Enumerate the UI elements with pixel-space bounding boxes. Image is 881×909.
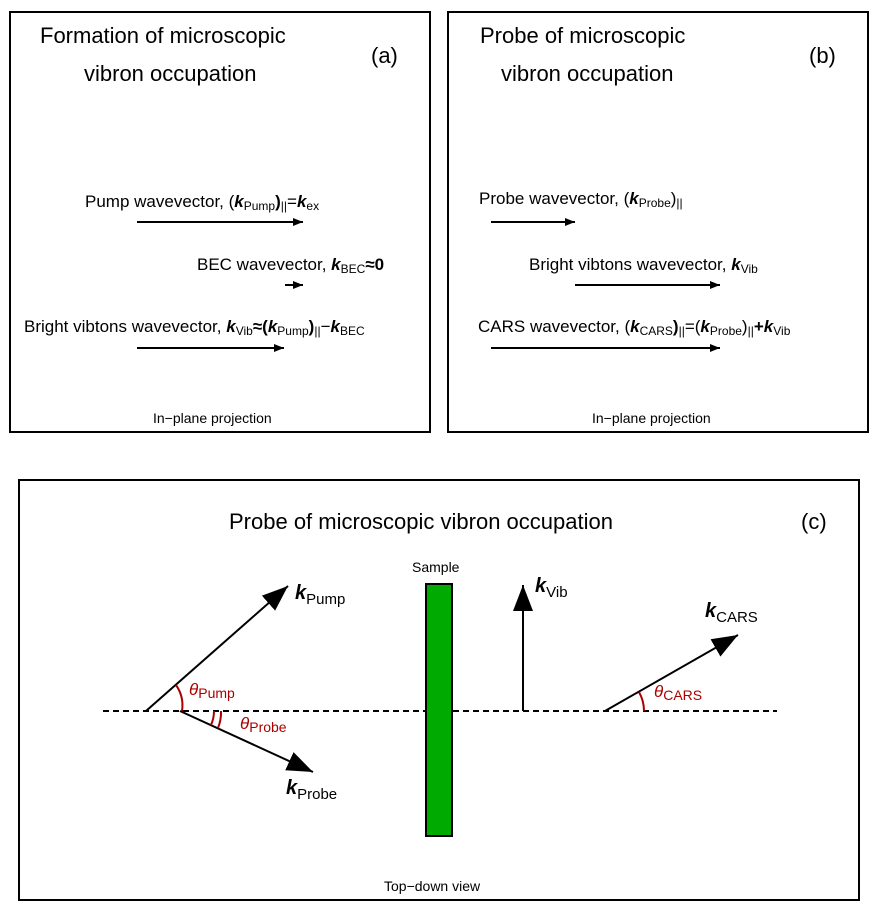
theta-probe-label: θProbe — [240, 714, 287, 735]
vibtons-b-wavevector-label: Bright vibtons wavevector, kVib — [529, 255, 758, 276]
panel-c-title: Probe of microscopic vibron occupation — [229, 509, 613, 534]
k-probe-label: kProbe — [286, 777, 338, 803]
theta-probe-arc-1 — [210, 710, 216, 726]
k-probe-arrow — [179, 710, 314, 773]
cars-wavevector-label: CARS wavevector, (kCARS)||=(kProbe)||+kV… — [478, 317, 791, 338]
panel-c-footer: Top−down view — [384, 878, 481, 894]
k-vib-label: kVib — [535, 575, 568, 601]
panel-b-footer: In−plane projection — [592, 410, 711, 426]
theta-cars-label: θCARS — [654, 682, 703, 703]
theta-pump-arc — [175, 684, 184, 712]
k-cars-label: kCARS — [705, 600, 758, 626]
sample-slab — [425, 583, 453, 837]
k-pump-arrow — [145, 585, 289, 712]
vibtons-wavevector-label: Bright vibtons wavevector, kVib≈(kPump)|… — [24, 317, 365, 338]
panel-a-letter: (a) — [371, 43, 398, 68]
panel-a-footer: In−plane projection — [153, 410, 272, 426]
probe-wavevector-label: Probe wavevector, (kProbe)|| — [479, 189, 683, 210]
panel-a-title-line1: Formation of microscopic — [40, 23, 286, 48]
panel-b-letter: (b) — [809, 43, 836, 68]
bec-wavevector-label: BEC wavevector, kBEC≈0 — [197, 255, 385, 276]
panel-c-letter: (c) — [801, 509, 827, 534]
pump-wavevector-label: Pump wavevector, (kPump)||=kex — [85, 192, 320, 213]
k-pump-label: kPump — [295, 582, 346, 608]
k-cars-arrow — [604, 634, 739, 712]
sample-label: Sample — [412, 559, 460, 575]
theta-pump-label: θPump — [189, 680, 235, 701]
theta-cars-arc — [638, 691, 645, 712]
panel-b-title-line1: Probe of microscopic — [480, 23, 686, 48]
theta-probe-arc-2 — [217, 710, 223, 729]
panel-a-title-line2: vibron occupation — [84, 61, 257, 86]
panel-b-title-line2: vibron occupation — [501, 61, 674, 86]
